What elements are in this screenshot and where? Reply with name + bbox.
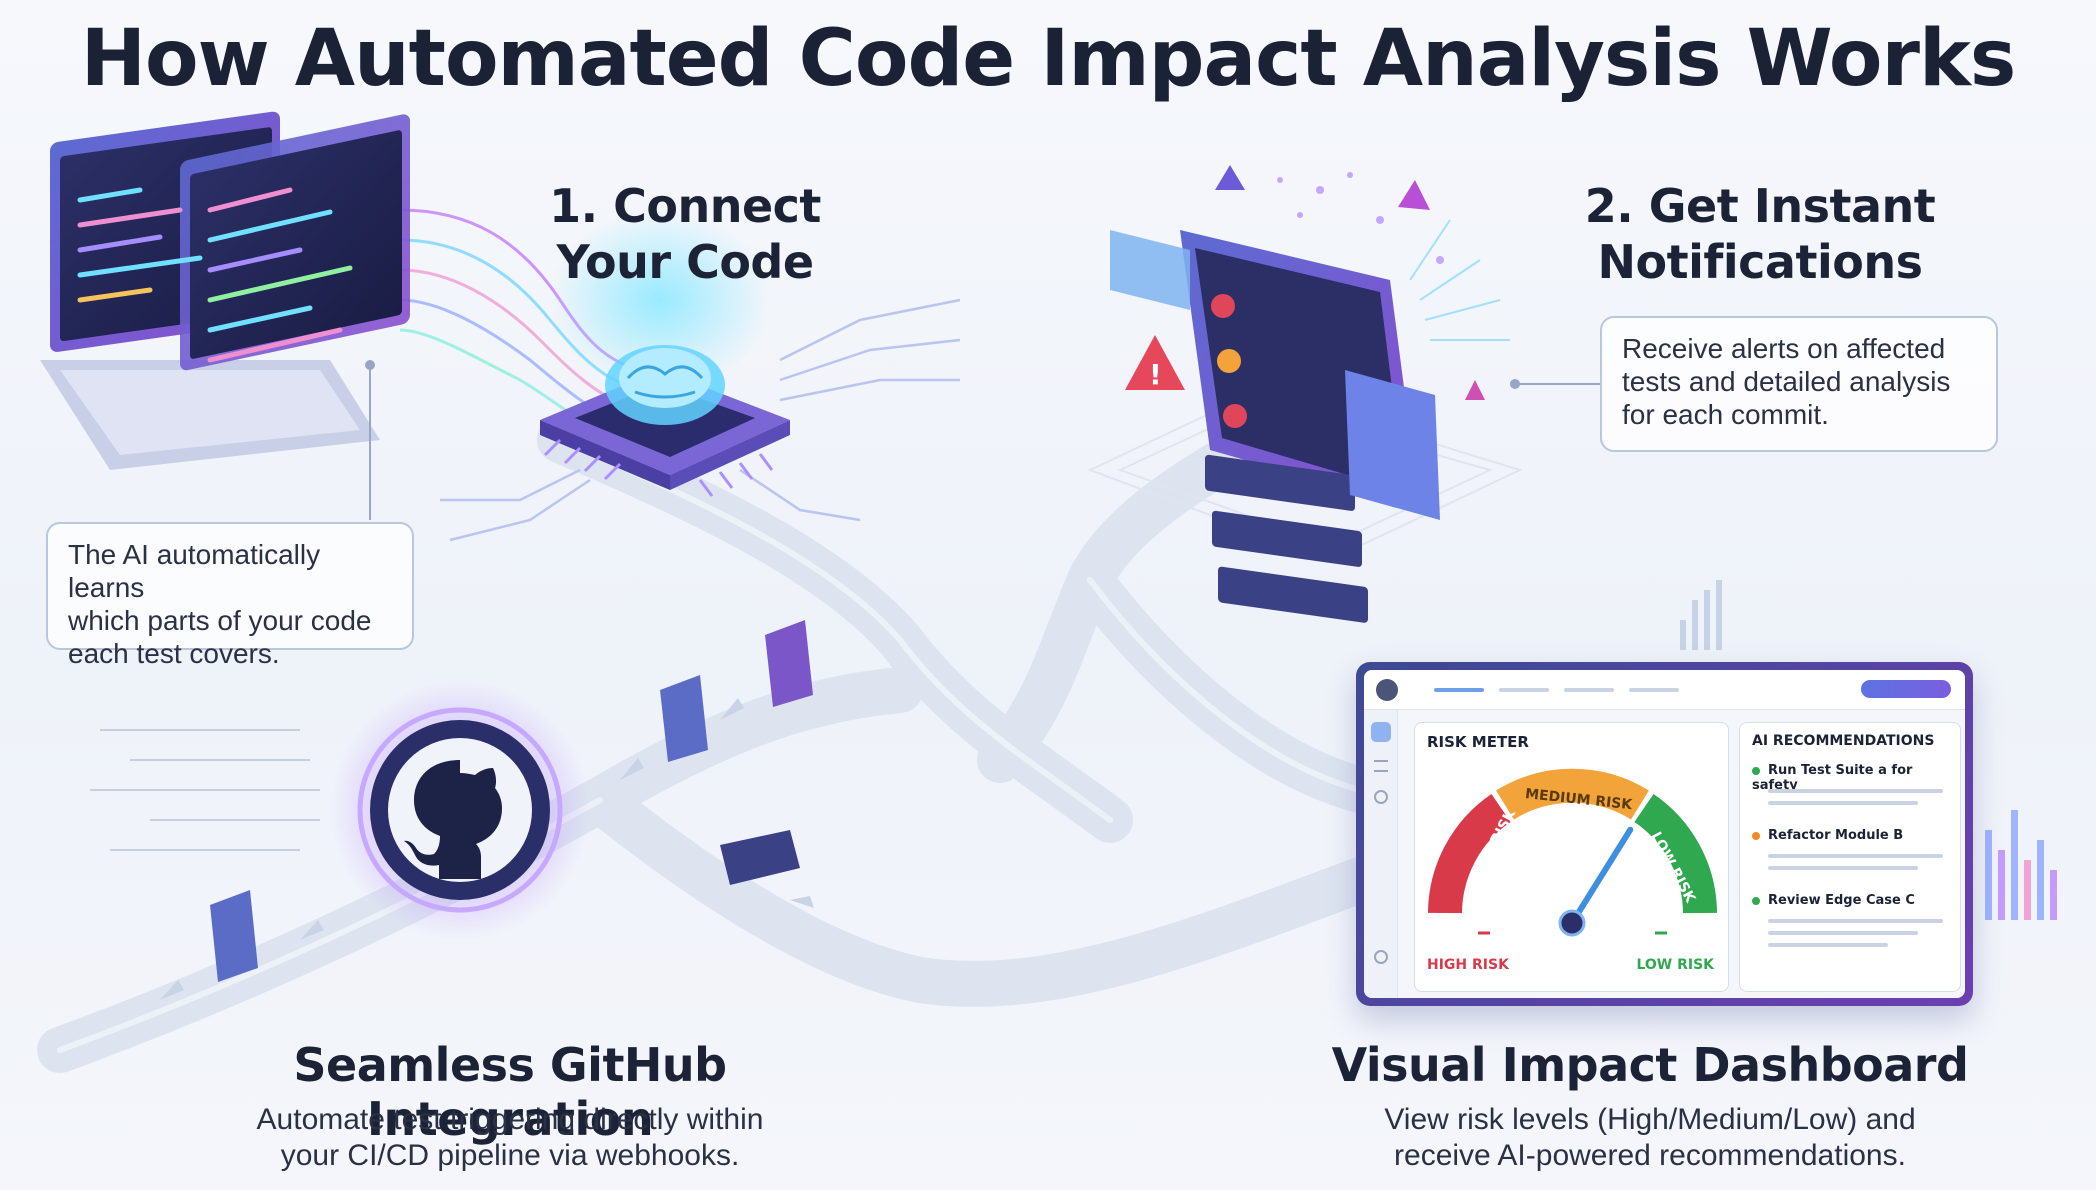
recommendations-header: AI RECOMMENDATIONS	[1752, 733, 1935, 749]
nav-tab[interactable]	[1499, 688, 1549, 692]
step-notify-title-line2: Notifications	[1597, 235, 1923, 289]
status-dot	[1752, 896, 1760, 905]
ai-brain-chip-icon	[540, 210, 790, 497]
github-icon	[1376, 679, 1398, 701]
connect-info-line: each test covers.	[68, 638, 280, 669]
dashboard-title: Visual Impact Dashboard	[1331, 1038, 1969, 1092]
github-icon	[330, 680, 590, 940]
svg-text:!: !	[1149, 358, 1162, 391]
recommendation-detail-line	[1768, 866, 1918, 870]
laptop-code-icon	[40, 111, 410, 520]
notify-info-box: Receive alerts on affected tests and det…	[1600, 316, 1998, 452]
notify-info-line: for each commit.	[1622, 399, 1829, 430]
status-dot	[1752, 831, 1760, 840]
dashboard-sidebar	[1364, 710, 1398, 998]
gauge-segment-low	[1634, 793, 1717, 914]
recommendation-label: Refactor Module B	[1768, 828, 1904, 843]
impact-dashboard: RISK METER HIGH RISK MEDIUM RISK LOW RIS…	[1356, 662, 1973, 1006]
step-connect-title-line2: Your Code	[556, 235, 814, 289]
gauge-segment-high	[1428, 793, 1511, 914]
dashboard-desc-line: View risk levels (High/Medium/Low) and	[1384, 1103, 1916, 1136]
status-dot	[1752, 766, 1760, 775]
risk-label-right: LOW RISK	[1636, 957, 1714, 973]
gauge-segment-medium	[1496, 768, 1649, 820]
gauge-hub	[1558, 909, 1586, 937]
recommendation-detail-line	[1768, 854, 1943, 858]
recommendation-item[interactable]: Review Edge Case C	[1752, 893, 1915, 908]
dashboard-window: RISK METER HIGH RISK MEDIUM RISK LOW RIS…	[1364, 670, 1965, 998]
nav-tab[interactable]	[1564, 688, 1614, 692]
step-notify-title-line1: 2. Get Instant	[1584, 179, 1936, 233]
page-title: How Automated Code Impact Analysis Works	[80, 14, 2017, 104]
connect-info-box: The AI automatically learns which parts …	[46, 522, 414, 669]
gauge-needle	[1569, 826, 1634, 926]
document-icon	[210, 620, 813, 982]
alert-window-icon: !	[1087, 165, 1600, 623]
sidebar-home-icon[interactable]	[1371, 722, 1391, 742]
notify-info-line: tests and detailed analysis	[1622, 366, 1951, 397]
risk-gauge: HIGH RISK MEDIUM RISK LOW RISK	[1428, 768, 1717, 937]
recommendation-detail-line	[1768, 789, 1943, 793]
recommendation-detail-line	[1768, 931, 1918, 935]
sidebar-settings-icon[interactable]	[1374, 790, 1388, 804]
risk-label-left: HIGH RISK	[1427, 957, 1509, 973]
github-integration-title: Seamless GitHub Integration	[293, 1038, 727, 1146]
dashboard-desc-line: receive AI-powered recommendations.	[1394, 1139, 1906, 1172]
sidebar-help-icon[interactable]	[1374, 950, 1388, 964]
dashboard-topbar	[1364, 670, 1965, 710]
recommendation-item[interactable]: Refactor Module B	[1752, 828, 1903, 843]
step-notify-title: 2. Get Instant Notifications	[1560, 178, 1960, 290]
notify-info-line: Receive alerts on affected	[1622, 333, 1946, 364]
connect-info-line: which parts of your code	[68, 605, 372, 636]
recommendation-detail-line	[1768, 919, 1943, 923]
step-connect-title-line1: 1. Connect	[549, 179, 821, 233]
dashboard-desc: View risk levels (High/Medium/Low) and r…	[1290, 1102, 2010, 1174]
github-desc-line: Automate test triggering directly within	[256, 1103, 764, 1136]
nav-tab[interactable]	[1629, 688, 1679, 692]
risk-meter-panel: RISK METER HIGH RISK MEDIUM RISK LOW RIS…	[1414, 722, 1729, 992]
step-connect-title: 1. Connect Your Code	[515, 178, 855, 290]
github-desc-line: your CI/CD pipeline via webhooks.	[280, 1139, 740, 1172]
nav-tab[interactable]	[1434, 688, 1484, 692]
ai-recommendations-panel: AI RECOMMENDATIONS Run Test Suite a for …	[1739, 722, 1961, 992]
sidebar-list-icon[interactable]	[1374, 760, 1388, 772]
top-action-button[interactable]	[1861, 680, 1951, 698]
recommendation-detail-line	[1768, 801, 1918, 805]
recommendation-label: Review Edge Case C	[1768, 893, 1915, 908]
recommendation-detail-line	[1768, 943, 1888, 947]
github-integration-desc: Automate test triggering directly within…	[150, 1102, 870, 1174]
connect-info-line: The AI automatically learns	[68, 539, 321, 603]
risk-meter-header: RISK METER	[1427, 733, 1529, 751]
